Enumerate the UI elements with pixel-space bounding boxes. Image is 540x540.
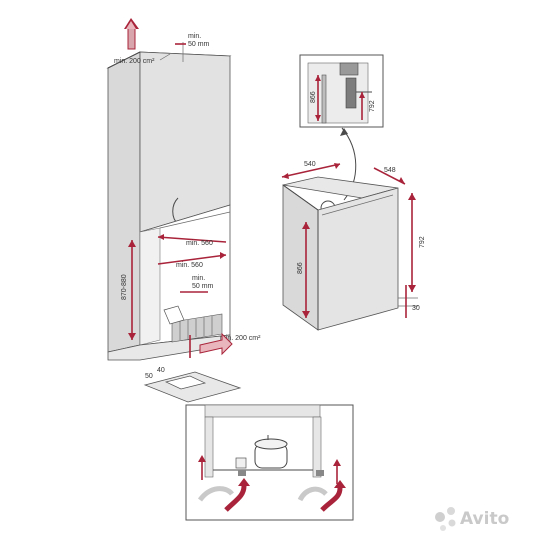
niche-dimensions: min. 560 min. 560 870-880 min.50 mm [121, 234, 227, 340]
niche-width-1-label: min. 560 [186, 240, 213, 247]
vent-bottom-label: min. 200 cm² [220, 335, 261, 342]
hinge-detail: 866 792 [299, 54, 384, 128]
top-vent-labels: min. 200 cm² min.50 mm [114, 33, 210, 65]
base-plate-shape [143, 371, 242, 403]
compressor-icon [254, 435, 288, 469]
cabinet-side [107, 51, 141, 353]
gap-top-label: min.50 mm [188, 33, 210, 48]
detail-792-label: 792 [369, 100, 376, 112]
detail-866-label: 866 [310, 91, 317, 103]
fridge [282, 176, 399, 331]
fridge-front [317, 187, 399, 331]
gap-rear-label: min.50 mm [192, 275, 214, 290]
fridge-width-label: 540 [304, 161, 316, 168]
base-plate: 50 40 [143, 367, 242, 403]
cabinet-upper-door [139, 51, 231, 233]
fridge-866-label: 866 [297, 262, 304, 274]
airflow-up-arrow [124, 18, 139, 50]
fridge-792-label: 792 [419, 236, 426, 248]
watermark: Avito [435, 507, 509, 531]
base-dim-a-label: 50 [145, 373, 153, 380]
niche-width-2-label: min. 560 [176, 262, 203, 269]
fridge-dimensions: 540 548 866 792 30 [281, 161, 426, 318]
niche-height-label: 870-880 [121, 274, 128, 300]
watermark-text: Avito [460, 509, 509, 529]
cabinet [106, 51, 232, 361]
vent-top-label: min. 200 cm² [114, 58, 155, 65]
fridge-offset-label: 30 [412, 305, 420, 312]
bottom-vent: min. 200 cm² [189, 332, 261, 358]
fridge-depth-label: 548 [384, 167, 396, 174]
airflow-detail [185, 404, 354, 521]
base-dim-b-label: 40 [157, 367, 165, 374]
